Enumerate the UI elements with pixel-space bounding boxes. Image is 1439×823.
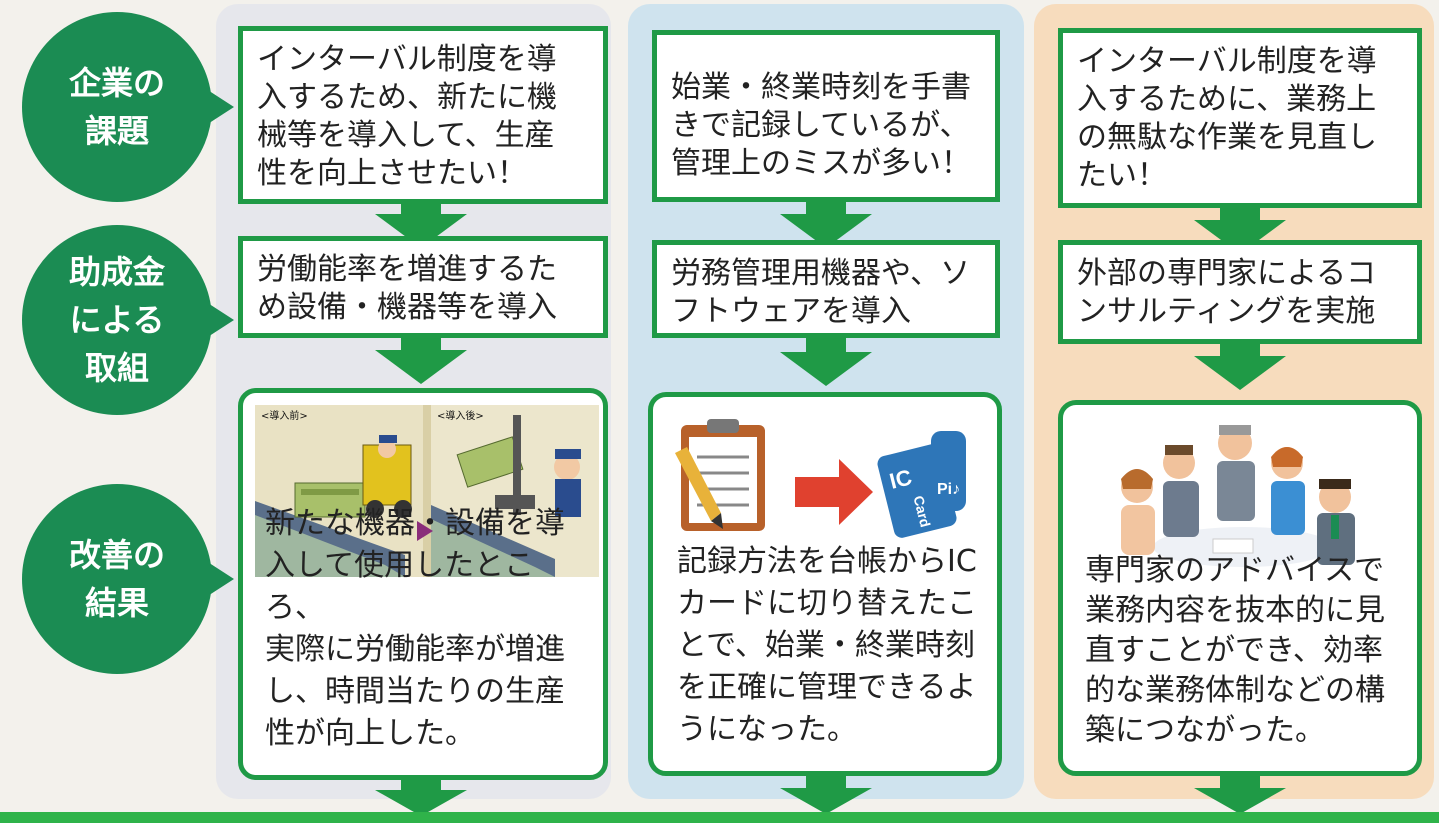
column-2-result-text: 記録方法を台帳からIC カードに切り替えたこ とで、始業・終業時刻 を正確に管理…: [677, 544, 977, 747]
down-arrow-icon: [1194, 356, 1286, 390]
column-2-issue-box: 始業・終業時刻を手書 きで記録しているが、 管理上のミスが多い！: [652, 30, 1000, 202]
red-right-arrow-icon: [795, 459, 873, 525]
person-3: [1217, 425, 1255, 521]
down-arrow-icon: [375, 790, 467, 816]
person-4: [1271, 447, 1305, 535]
clipboard-icon: [675, 419, 765, 531]
column-1-action-box: 労働能率を増進するた め設備・機器等を導入: [238, 236, 608, 338]
column-3-action-box: 外部の専門家によるコ ンサルティングを実施: [1058, 240, 1422, 344]
after-panel: <導入後>: [431, 405, 599, 577]
column-1-result-text: 新たな機器・設備を導 入して使用したところ、 実際に労働能率が増進 し、時間当た…: [265, 506, 565, 751]
column-1-issue-box: インターバル制度を導 入するため、新たに機 械等を導入して、生産 性を向上させた…: [238, 26, 608, 204]
column-3-result-box: 専門家のアドバイスで 業務内容を抜本的に見 直すことができ、効率 的な業務体制な…: [1058, 400, 1422, 776]
row-label-action: 助成金 による 取組: [22, 225, 234, 415]
ic-card-brand: IC: [886, 464, 915, 494]
down-arrow-icon: [780, 788, 872, 814]
column-2-action-box: 労務管理用機器や、ソ フトウェアを導入: [652, 240, 1000, 338]
down-arrow-icon: [1194, 788, 1286, 814]
before-panel: <導入前>: [255, 405, 423, 577]
forklift-before-after-illustration: <導入前> <導入後>: [255, 405, 599, 577]
person-2: [1163, 445, 1199, 537]
person-1: [1121, 469, 1155, 555]
arrow-stem: [806, 338, 846, 354]
person-5: [1317, 479, 1355, 565]
down-arrow-icon: [375, 350, 467, 384]
column-2-result-box: IC Card Pi♪ 記録方法を台帳からIC カードに切り替えたこ とで、始業…: [648, 392, 1002, 776]
down-arrow-icon: [780, 352, 872, 386]
column-3-issue-box: インターバル制度を導 入するために、業務上 の無駄な作業を見直し たい！: [1058, 28, 1422, 208]
column-1-result-box: <導入前> <導入後> 新たな機器・設備を導 入して使用したところ、 実際に労働…: [238, 388, 608, 780]
pi-sound-badge: Pi♪: [931, 431, 967, 511]
row-label-result: 改善の 結果: [22, 484, 234, 674]
consultation-meeting-illustration: [1121, 425, 1355, 567]
transition-arrow-icon: [417, 521, 433, 541]
before-label: <導入前>: [261, 409, 308, 422]
pi-sound-text: Pi♪: [937, 481, 961, 498]
row-label-issue: 企業の 課題: [22, 12, 234, 202]
after-label: <導入後>: [437, 409, 484, 422]
column-3-result-text: 専門家のアドバイスで 業務内容を抜本的に見 直すことができ、効率 的な業務体制な…: [1085, 553, 1385, 748]
bottom-band: [0, 812, 1439, 823]
